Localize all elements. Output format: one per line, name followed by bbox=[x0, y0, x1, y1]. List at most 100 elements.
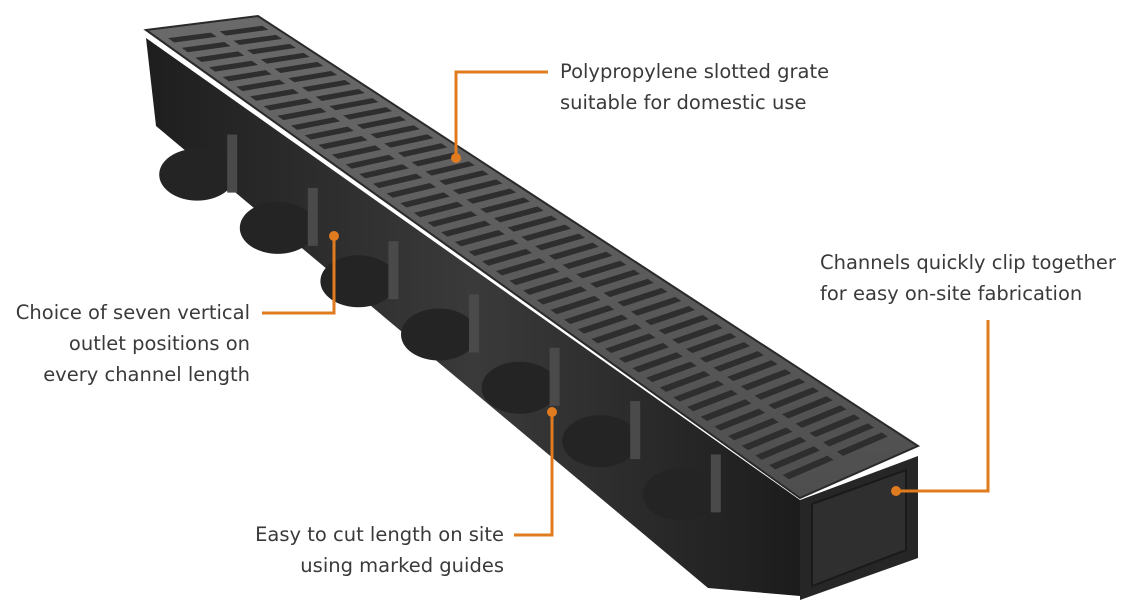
grate-slot bbox=[250, 88, 300, 101]
cut-guide-rib bbox=[549, 347, 560, 406]
outlet-belly bbox=[159, 148, 236, 201]
grate-slot bbox=[632, 352, 683, 373]
outlet-belly bbox=[320, 255, 397, 308]
grate-slot bbox=[329, 98, 379, 111]
grate-slot bbox=[400, 192, 450, 208]
leader-line-clip bbox=[896, 320, 990, 493]
grate-slot bbox=[318, 135, 368, 150]
leader-dot-outlet bbox=[329, 231, 339, 241]
grate-slot bbox=[781, 396, 833, 419]
grate-slot bbox=[315, 89, 365, 101]
grate-slot bbox=[466, 188, 517, 204]
grate-slot bbox=[384, 134, 434, 148]
grate-slot bbox=[727, 360, 778, 382]
grate-slot bbox=[605, 333, 656, 354]
grate-slot bbox=[495, 258, 546, 276]
outlet-belly bbox=[562, 415, 639, 468]
cut-guide-rib bbox=[630, 401, 641, 460]
grate-slot bbox=[591, 324, 642, 344]
grate-slot bbox=[685, 333, 737, 354]
grate-slot bbox=[274, 61, 324, 73]
outlet-belly bbox=[401, 308, 477, 361]
grate-slot bbox=[699, 342, 751, 363]
grate-slot bbox=[441, 220, 491, 237]
grate-slot bbox=[631, 296, 682, 316]
callout-outlet-line2: outlet positions on bbox=[68, 332, 250, 355]
end-face-detail bbox=[811, 468, 907, 588]
grate-slot bbox=[468, 239, 519, 257]
grate-slot bbox=[769, 446, 820, 470]
grate-slot bbox=[646, 361, 697, 383]
grate-slot bbox=[755, 436, 807, 460]
grate-slot bbox=[222, 70, 272, 82]
grate-slot bbox=[836, 432, 888, 456]
grate-slot bbox=[659, 371, 711, 392]
grate-slot bbox=[454, 230, 505, 247]
cut-guide-rib bbox=[710, 454, 721, 513]
slotted-grate bbox=[143, 14, 921, 500]
grate-slot bbox=[809, 414, 861, 438]
grate-slot bbox=[782, 455, 834, 480]
grate-slot bbox=[359, 164, 409, 179]
outlet-belly bbox=[642, 468, 719, 521]
grate-slot bbox=[823, 423, 875, 447]
callout-cut-line1: Easy to cut length on site bbox=[255, 523, 504, 546]
grate-slot bbox=[181, 41, 231, 53]
grate-slot bbox=[536, 286, 587, 305]
callout-cut-line2: using marked guides bbox=[300, 554, 504, 577]
grate-slot bbox=[331, 145, 382, 159]
grate-slot bbox=[397, 143, 448, 157]
cut-guide-rib bbox=[388, 241, 399, 300]
leader-line-outlet bbox=[262, 236, 336, 315]
grate-slot bbox=[427, 211, 478, 227]
grate-slot bbox=[482, 248, 533, 266]
grate-slot bbox=[548, 242, 599, 260]
grate-slot bbox=[521, 224, 572, 242]
leader-line-grate bbox=[454, 70, 548, 158]
grate-slot bbox=[687, 389, 738, 412]
grate-slot bbox=[535, 233, 585, 251]
grate-slot bbox=[700, 399, 752, 421]
grate-slot bbox=[345, 154, 396, 169]
grate-slot bbox=[564, 305, 615, 324]
grate-slot bbox=[386, 183, 437, 198]
grate-slot bbox=[413, 201, 464, 218]
grate-slot bbox=[370, 125, 420, 139]
grate-slot bbox=[509, 267, 560, 286]
leader-lines bbox=[262, 70, 990, 537]
grate-slot bbox=[754, 378, 806, 400]
grate-slot bbox=[168, 32, 217, 43]
grate-slot bbox=[301, 80, 352, 92]
grate-slots bbox=[168, 25, 888, 480]
grate-slot bbox=[260, 52, 310, 64]
callout-cut: Easy to cut length on site using marked … bbox=[230, 519, 504, 581]
leader-dot-clip bbox=[891, 486, 901, 496]
leader-line-cut bbox=[514, 412, 554, 537]
callout-outlet: Choice of seven vertical outlet position… bbox=[0, 297, 250, 390]
grate-slot bbox=[550, 295, 601, 315]
callout-clip-line1: Channels quickly clip together bbox=[820, 251, 1116, 274]
grate-slot bbox=[304, 126, 354, 140]
grate-slot bbox=[672, 324, 723, 344]
grate-slot bbox=[247, 43, 296, 55]
grate-slot bbox=[439, 170, 489, 186]
grate-slot bbox=[713, 351, 764, 372]
grate-slot bbox=[673, 380, 724, 402]
callout-grate: Polypropylene slotted grate suitable for… bbox=[560, 56, 829, 118]
grate-slot bbox=[290, 117, 341, 130]
grate-slot bbox=[603, 278, 654, 298]
grate-slot bbox=[562, 251, 613, 270]
callout-outlet-line1: Choice of seven vertical bbox=[15, 301, 250, 324]
grate-slot bbox=[507, 215, 558, 232]
grate-slot bbox=[493, 206, 544, 223]
grate-slot bbox=[236, 79, 286, 92]
grate-slot bbox=[288, 70, 338, 83]
leader-dot-grate bbox=[451, 153, 461, 163]
grate-slot bbox=[411, 152, 462, 167]
grate-slot bbox=[209, 60, 258, 72]
grate-slot bbox=[523, 277, 574, 295]
grate-slot bbox=[795, 405, 847, 428]
callout-outlet-line3: every channel length bbox=[43, 363, 250, 386]
grate-slot bbox=[356, 116, 407, 129]
